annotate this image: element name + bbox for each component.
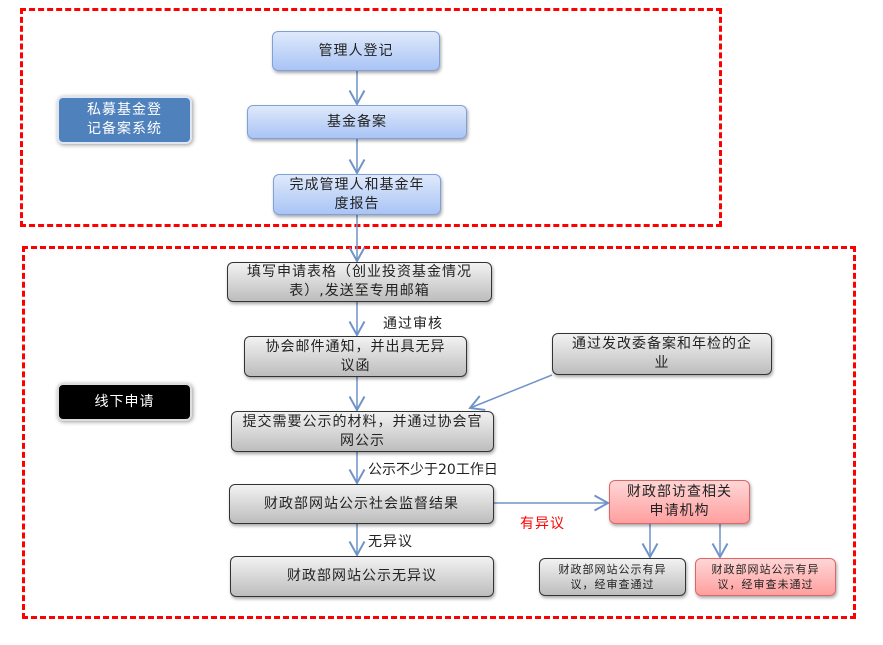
online-system-label: 私募基金登记备案系统 xyxy=(57,96,192,144)
offline-label: 线下申请 xyxy=(57,383,192,421)
edge-label-has-objection: 有异议 xyxy=(520,516,565,532)
node-mof-inspect: 财政部访查相关申请机构 xyxy=(609,480,750,524)
node-fund-filing: 基金备案 xyxy=(247,105,467,139)
arrow xyxy=(468,374,553,411)
edge-label-no-objection: 无异议 xyxy=(368,534,413,550)
node-mof-publicity: 财政部网站公示社会监督结果 xyxy=(229,484,494,524)
edge-label-review-passed: 通过审核 xyxy=(383,316,443,332)
node-submit-material: 提交需要公示的材料，并通过协会官网公示 xyxy=(231,411,494,452)
node-objection-failed: 财政部网站公示有异议，经审查未通过 xyxy=(695,558,836,596)
node-manager-register: 管理人登记 xyxy=(272,31,440,71)
node-ndrc: 通过发改委备案和年检的企业 xyxy=(552,333,772,375)
offline-region xyxy=(22,246,856,619)
edge-label-publicity-days: 公示不少于20工作日 xyxy=(368,462,498,478)
node-objection-passed: 财政部网站公示有异议，经审查通过 xyxy=(539,558,686,596)
node-fill-form: 填写申请表格（创业投资基金情况表）,发送至专用邮箱 xyxy=(227,262,492,302)
node-mof-no-objection: 财政部网站公示无异议 xyxy=(230,556,494,597)
node-assoc-email: 协会邮件通知，并出具无异议函 xyxy=(244,336,467,377)
node-annual-report: 完成管理人和基金年度报告 xyxy=(273,174,441,215)
online-system-region xyxy=(20,8,722,227)
